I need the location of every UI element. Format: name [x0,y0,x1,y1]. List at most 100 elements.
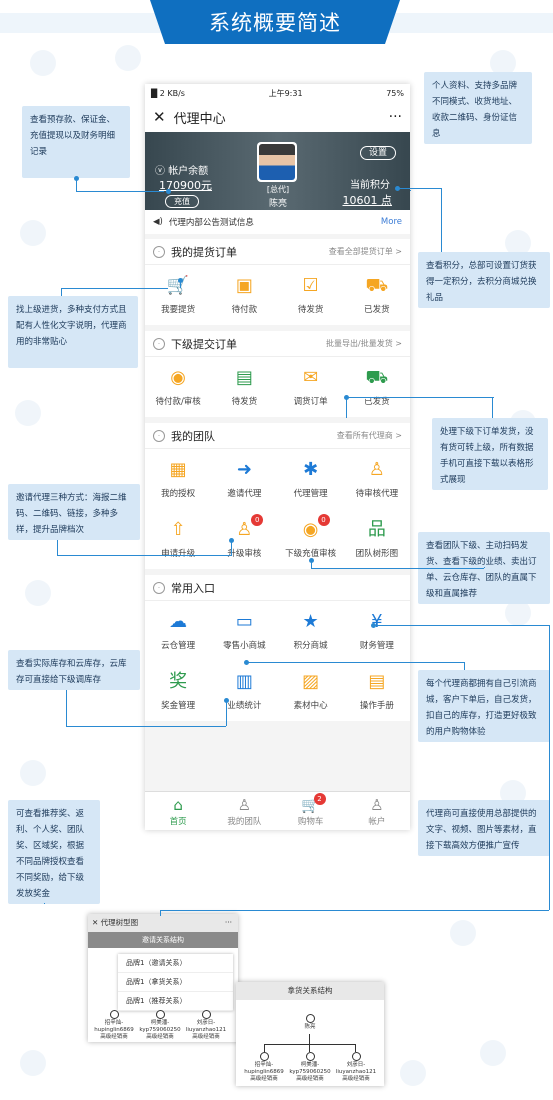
tree-node[interactable]: 招辛灿- hupinglin6869 高级经销商 [242,1052,286,1083]
node-icon [305,1014,315,1023]
section-title: 我的团队 [171,429,215,443]
callout-note: 查看实际库存和云库存，云库存可直接给下级调库存 [8,650,140,690]
watermark-logo [505,230,531,256]
recharge-button[interactable]: 充值 [165,195,199,208]
tree-card1-more[interactable]: ··· [224,918,232,927]
grid-item[interactable]: ☁云仓管理 [145,601,211,661]
grid-item[interactable]: ▭ 零售小商城 [211,601,277,661]
tree-node[interactable]: 招辛灿- hupinglin6869 高级经销商 [92,1010,136,1041]
grid-item[interactable]: ▨素材中心 [278,661,344,721]
grid-item[interactable]: ⛟已发货 [344,357,410,417]
badge-count: 0 [317,514,330,526]
tree-menu-item[interactable]: 品牌1（推荐关系） [118,992,233,1011]
tab-item[interactable]: ⌂首页 [145,792,211,830]
item-icon: ➜ [236,459,252,480]
grid-item[interactable]: ♙待审核代理 [344,449,410,509]
balance-value[interactable]: 170900元 [159,179,212,192]
section-header: ·下级提交订单批量导出/批量发货 > [145,331,410,357]
profile-card: ⓥ 帐户余额 170900元 充值 [总代] 陈亮 设置 当前积分 10601 … [145,132,410,210]
grid-item[interactable]: ▣待付款 [211,265,277,325]
grid-item[interactable]: 奖奖金管理 [145,661,211,721]
grid-item[interactable]: ★积分商城 [278,601,344,661]
tree-node[interactable]: 柯美潘- kyp759060250 高级经销商 [138,1010,182,1041]
item-label: 云仓管理 [161,641,196,651]
tree-root-node[interactable]: 陈亮 [288,1014,332,1031]
settings-button[interactable]: 设置 [359,146,396,160]
connector-line [44,903,45,904]
item-label: 零售小商城 [223,641,266,651]
connector-line [57,555,232,556]
watermark-logo [480,1040,506,1066]
callout-note: 查看积分，总部可设置订货获得一定积分，去积分商城兑换礼品 [418,252,550,308]
title-bar: ✕ 代理中心 ··· [145,102,410,132]
tab-item[interactable]: ♙我的团队 [211,792,277,830]
close-icon[interactable]: ✕ [153,108,166,126]
grid-item[interactable]: ▤操作手册 [344,661,410,721]
node-label: 刘彦日- liuyanzhao121 高级经销商 [185,1020,227,1040]
item-icon: ▭ [235,611,253,632]
tree-node[interactable]: 刘彦日- liuyanzhao121 高级经销商 [184,1010,228,1041]
grid-item[interactable]: ✉调货订单 [278,357,344,417]
status-time: 上午9:31 [268,88,303,98]
section-1: ·下级提交订单批量导出/批量发货 >◉待付款/审核▤待发货✉调货订单⛟已发货 [145,331,410,417]
grid-item[interactable]: ✱代理管理 [278,449,344,509]
section-link[interactable]: 查看所有代理商 > [336,431,402,440]
section-link[interactable]: 批量导出/批量发货 > [326,339,402,348]
connector-line [76,191,164,192]
grid-item[interactable]: ➜邀请代理 [211,449,277,509]
section-link[interactable]: 查看全部提货订单 > [328,247,402,256]
notice-more-link[interactable]: More [380,217,402,227]
node-icon [201,1010,211,1019]
tab-label: 我的团队 [227,817,262,827]
watermark-logo [490,50,516,76]
connector-dot [166,189,171,194]
section-header: ·我的提货订单查看全部提货订单 > [145,239,410,265]
item-icon: 🛒 [166,275,190,296]
item-label: 我要提货 [161,305,196,315]
grid-item[interactable]: ¥ 财务管理 [344,601,410,661]
tree-edge [309,1034,310,1044]
node-label: 陈亮 [304,1024,316,1030]
grid-item[interactable]: 🛒 我要提货 [145,265,211,325]
item-icon: ¥ [371,611,383,632]
node-label: 柯美潘- kyp759060250 高级经销商 [289,1062,331,1082]
grid-item[interactable]: ▥业绩统计 [211,661,277,721]
points-value[interactable]: 10601 点 [342,194,393,207]
item-label: 财务管理 [359,641,394,651]
grid-item[interactable]: ⛟已发货 [344,265,410,325]
grid-item[interactable]: ▤待发货 [211,357,277,417]
grid-item[interactable]: ⇧申请升级 [145,509,211,569]
tree-card1-close[interactable]: ✕ 代理树型图 [92,918,139,927]
connector-dot [74,176,79,181]
connector-line [57,540,58,556]
item-label: 业绩统计 [227,701,262,711]
tree-node[interactable]: 柯美潘- kyp759060250 高级经销商 [288,1052,332,1083]
notice-bar[interactable]: ◀) 代理内部公告测试信息 More [145,210,410,234]
grid-item[interactable]: ☑待发货 [278,265,344,325]
tab-item[interactable]: ♙帐户 [344,792,410,830]
tree-node[interactable]: 刘彦日- liuyanzhao121 高级经销商 [334,1052,378,1083]
connector-line [66,690,67,726]
tree-menu-item[interactable]: 品牌1（邀请关系） [118,954,233,973]
more-icon[interactable]: ··· [388,109,402,125]
grid-item[interactable]: ▦我的授权 [145,449,211,509]
tab-label: 帐户 [368,817,386,827]
connector-line [226,700,227,726]
node-icon [155,1010,165,1019]
item-label: 奖金管理 [161,701,196,711]
points-label: 当前积分 [350,180,390,191]
grid-item[interactable]: ◉待付款/审核 [145,357,211,417]
notice-text[interactable]: 代理内部公告测试信息 [168,218,254,228]
item-icon: ☑ [302,275,319,296]
tree-menu-item[interactable]: 品牌1（拿货关系） [118,973,233,992]
grid-item[interactable]: 品团队树形图 [344,509,410,569]
tab-icon: 🛒 [301,796,320,814]
avatar[interactable] [257,142,297,182]
header-banner: 系统概要简述 [0,0,553,46]
item-icon: ⇧ [170,519,186,540]
